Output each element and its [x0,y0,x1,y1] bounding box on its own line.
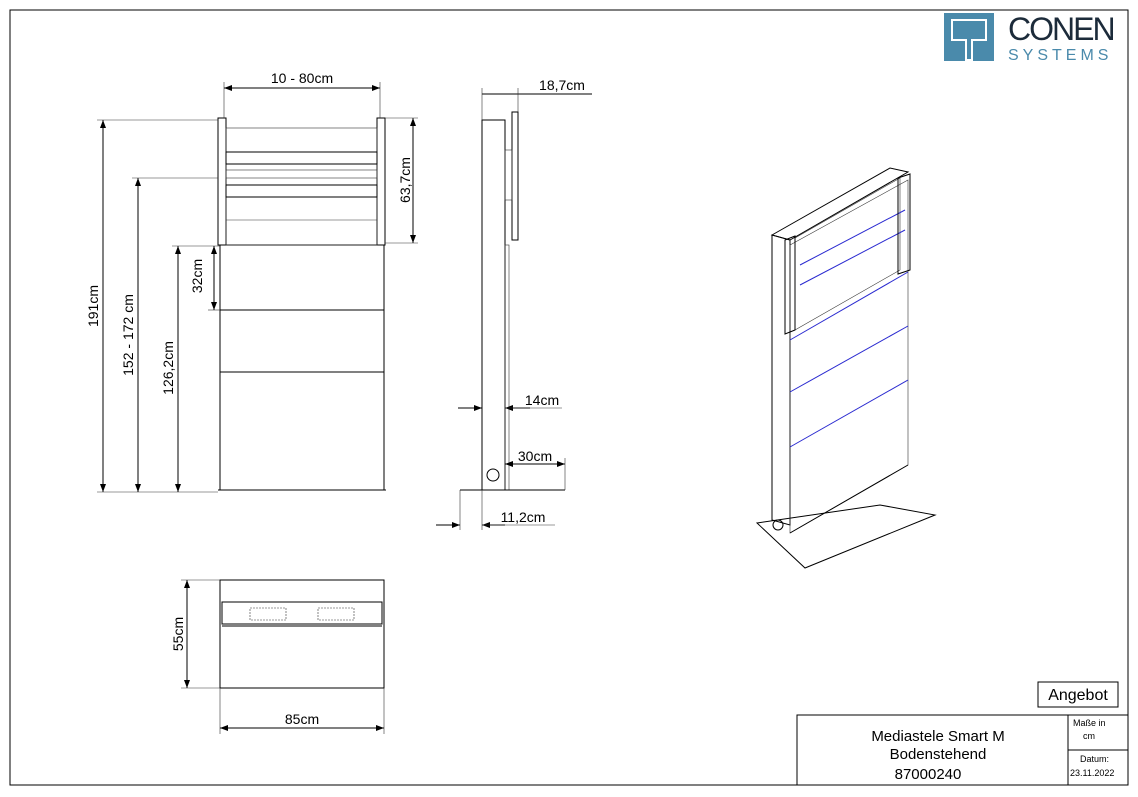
front-view [217,117,386,491]
side-dimensions: 18,7cm 14cm 30cm 11,2cm [436,77,592,530]
article-number: 87000240 [895,766,962,783]
top-depth-label: 55cm [170,617,186,651]
base-front-label: 30cm [518,448,552,464]
mount-height-label: 63,7cm [397,157,413,203]
units-label: Maße in [1073,718,1106,728]
lower-height-label: 126,2cm [160,341,176,395]
status-box [1037,681,1119,708]
title-block: Angebot Mediastele Smart M Bodenstehend … [796,681,1129,786]
base-back-label: 11,2cm [501,509,546,525]
column-depth-label: 14cm [525,392,559,408]
product-variant: Bodenstehend [890,746,987,763]
mount-depth-label: 18,7cm [539,77,585,93]
product-name: Mediastele Smart M [871,728,1004,745]
units-value: cm [1083,731,1095,741]
total-height-label: 191cm [85,285,101,327]
side-view [460,111,565,491]
logo-text: CONEN [1008,11,1114,47]
center-height-label: 152 - 172 cm [120,294,136,376]
conen-logo: CONEN SYSTEMS [944,11,1116,64]
top-dimensions: 55cm 85cm [170,579,385,734]
top-panel-label: 32cm [189,259,205,293]
top-view [219,579,385,689]
top-width-label: 85cm [285,711,319,727]
width-range-label: 10 - 80cm [271,70,333,86]
drawing-border [9,9,1129,786]
logo-subtext: SYSTEMS [1008,47,1112,64]
date-value: 23.11.2022 [1070,768,1114,778]
front-dimensions: 10 - 80cm 63,7cm 191cm 152 - 172 cm 126,… [85,70,418,493]
status-label: Angebot [1048,687,1108,704]
isometric-view [755,167,937,569]
date-label: Datum: [1080,754,1109,764]
